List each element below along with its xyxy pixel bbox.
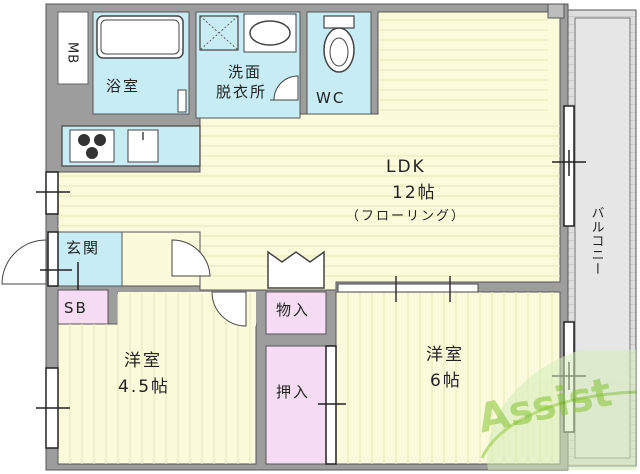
entrance-area: [57, 231, 123, 287]
room-label-bath: 浴室: [106, 77, 141, 95]
room-label-ldk-size: 12帖: [392, 183, 437, 203]
toilet-icon: [323, 27, 355, 73]
room-label-washroom-2: 脱衣所: [216, 83, 268, 101]
storage-door-icon: [267, 250, 325, 289]
room-label-closet: 押入: [276, 383, 311, 401]
room-label-storage: 物入: [276, 301, 311, 319]
mb-space: [57, 11, 89, 85]
washing-machine-icon: [199, 15, 239, 51]
room-label-western1-size: 4.5帖: [118, 377, 171, 397]
room-label-mb: MB: [64, 42, 80, 65]
sliding-door-track: [337, 283, 479, 293]
room-label-balcony: バルコニー: [588, 206, 604, 276]
bathtub-icon: [96, 15, 184, 59]
room-label-entrance: 玄関: [66, 239, 101, 257]
hall-door-swing: [171, 239, 211, 277]
room-label-wc: WC: [316, 89, 346, 107]
toilet-tank-icon: [323, 15, 355, 29]
storage-small-area: [265, 291, 327, 335]
room-label-western1: 洋室: [124, 351, 162, 371]
closet-area: [265, 345, 327, 465]
room-label-ldk: LDK: [386, 157, 426, 177]
room1-door-swing: [211, 291, 247, 327]
room-label-washroom-1: 洗面: [228, 63, 263, 81]
sb-area: [57, 289, 109, 325]
room-label-ldk-note: （フローリング）: [346, 209, 467, 224]
room-label-sb: SB: [64, 299, 88, 317]
washroom-door-swing: [270, 75, 299, 101]
room-label-western2-size: 6帖: [430, 371, 462, 391]
watermark-logo: [480, 350, 637, 470]
entrance-door-swing: [1, 239, 47, 285]
room-label-western2: 洋室: [426, 345, 464, 365]
bath-door-icon: [177, 89, 187, 113]
